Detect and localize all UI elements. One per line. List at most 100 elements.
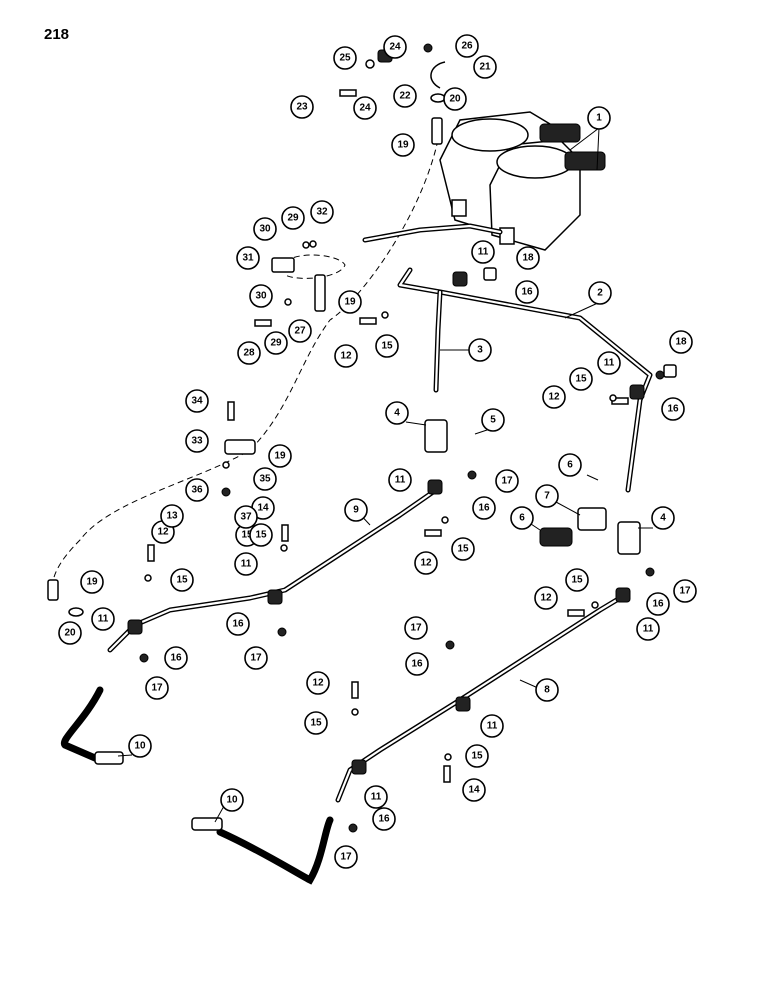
callout-ring — [375, 334, 399, 358]
callout-ring — [58, 621, 82, 645]
callout-ring — [388, 468, 412, 492]
callout-ring — [237, 341, 261, 365]
hose-fitting-right — [191, 817, 223, 831]
callout-ring — [281, 206, 305, 230]
callout-9: 9 — [344, 498, 368, 522]
brake-tubes — [107, 223, 653, 803]
callout-ring — [588, 281, 612, 305]
callout-label: 19 — [274, 451, 286, 462]
callout-label: 3 — [477, 345, 483, 356]
callout-33: 33 — [185, 429, 209, 453]
callout-19: 19 — [391, 133, 415, 157]
callout-ring — [226, 612, 250, 636]
callout-label: 33 — [191, 436, 203, 447]
callout-label: 7 — [544, 491, 550, 502]
callout-label: 16 — [170, 653, 182, 664]
callout-ring — [170, 568, 194, 592]
callout-ring — [310, 200, 334, 224]
callout-6: 6 — [558, 453, 582, 477]
callout-ring — [253, 467, 277, 491]
callout-20: 20 — [58, 621, 82, 645]
callout-29: 29 — [281, 206, 305, 230]
callout-label: 34 — [191, 396, 203, 407]
callout-ring — [471, 240, 495, 264]
callout-11: 11 — [636, 617, 660, 641]
callout-ring — [495, 469, 519, 493]
callout-ring — [80, 570, 104, 594]
callout-13: 13 — [160, 504, 184, 528]
callout-34: 34 — [185, 389, 209, 413]
callout-16: 16 — [226, 612, 250, 636]
callout-label: 15 — [381, 341, 393, 352]
callout-ring — [404, 616, 428, 640]
callout-label: 12 — [540, 593, 552, 604]
callout-group: 1234456678910101111111111111111121212121… — [58, 34, 697, 869]
callout-label: 6 — [519, 513, 525, 524]
callout-ring — [405, 652, 429, 676]
callout-ring — [220, 788, 244, 812]
callout-16: 16 — [515, 280, 539, 304]
callout-label: 31 — [242, 253, 254, 264]
callout-label: 12 — [420, 558, 432, 569]
callout-16: 16 — [405, 652, 429, 676]
callout-ring — [451, 537, 475, 561]
callout-label: 15 — [571, 575, 583, 586]
callout-label: 14 — [257, 503, 269, 514]
callout-23: 23 — [290, 95, 314, 119]
callout-label: 16 — [378, 814, 390, 825]
clip-icons — [127, 271, 645, 775]
tee-fitting-right — [617, 521, 641, 555]
callout-ring — [185, 389, 209, 413]
callout-label: 27 — [294, 326, 306, 337]
callout-ring — [364, 785, 388, 809]
callout-ring — [234, 552, 258, 576]
tee-fitting-left — [424, 419, 448, 453]
callout-label: 19 — [86, 577, 98, 588]
callout-ring — [164, 646, 188, 670]
callout-17: 17 — [244, 646, 268, 670]
callout-18: 18 — [516, 246, 540, 270]
callout-label: 17 — [250, 653, 262, 664]
callout-label: 16 — [411, 659, 423, 670]
callout-24: 24 — [353, 96, 377, 120]
callout-label: 18 — [675, 337, 687, 348]
callout-ring — [516, 246, 540, 270]
callout-ring — [669, 330, 693, 354]
callout-ring — [128, 734, 152, 758]
callout-ring — [185, 478, 209, 502]
callout-label: 11 — [478, 247, 489, 258]
callout-ring — [160, 504, 184, 528]
callout-35: 35 — [253, 467, 277, 491]
callout-label: 17 — [501, 476, 513, 487]
callout-22: 22 — [393, 84, 417, 108]
callout-ring — [636, 617, 660, 641]
callout-ring — [249, 523, 273, 547]
callout-30: 30 — [253, 217, 277, 241]
callout-label: 22 — [399, 91, 411, 102]
callout-label: 12 — [548, 392, 560, 403]
callout-ring — [383, 35, 407, 59]
callout-ring — [542, 385, 566, 409]
callout-17: 17 — [334, 845, 358, 869]
brake-hose-right — [216, 816, 334, 885]
callout-ring — [244, 646, 268, 670]
callout-5: 5 — [481, 408, 505, 432]
callout-ring — [481, 408, 505, 432]
callout-label: 15 — [310, 718, 322, 729]
callout-32: 32 — [310, 200, 334, 224]
callout-label: 12 — [340, 351, 352, 362]
callout-ring — [443, 87, 467, 111]
callout-12: 12 — [534, 586, 558, 610]
callout-15: 15 — [569, 367, 593, 391]
callout-11: 11 — [597, 351, 621, 375]
callout-ring — [646, 592, 670, 616]
callout-ring — [569, 367, 593, 391]
callout-ring — [535, 484, 559, 508]
brake-hose-left — [61, 686, 104, 762]
callout-label: 15 — [457, 544, 469, 555]
callout-30: 30 — [249, 284, 273, 308]
cable-route-dashed-2 — [284, 254, 346, 279]
callout-label: 16 — [478, 503, 490, 514]
callout-ring — [515, 280, 539, 304]
callout-ring — [304, 711, 328, 735]
